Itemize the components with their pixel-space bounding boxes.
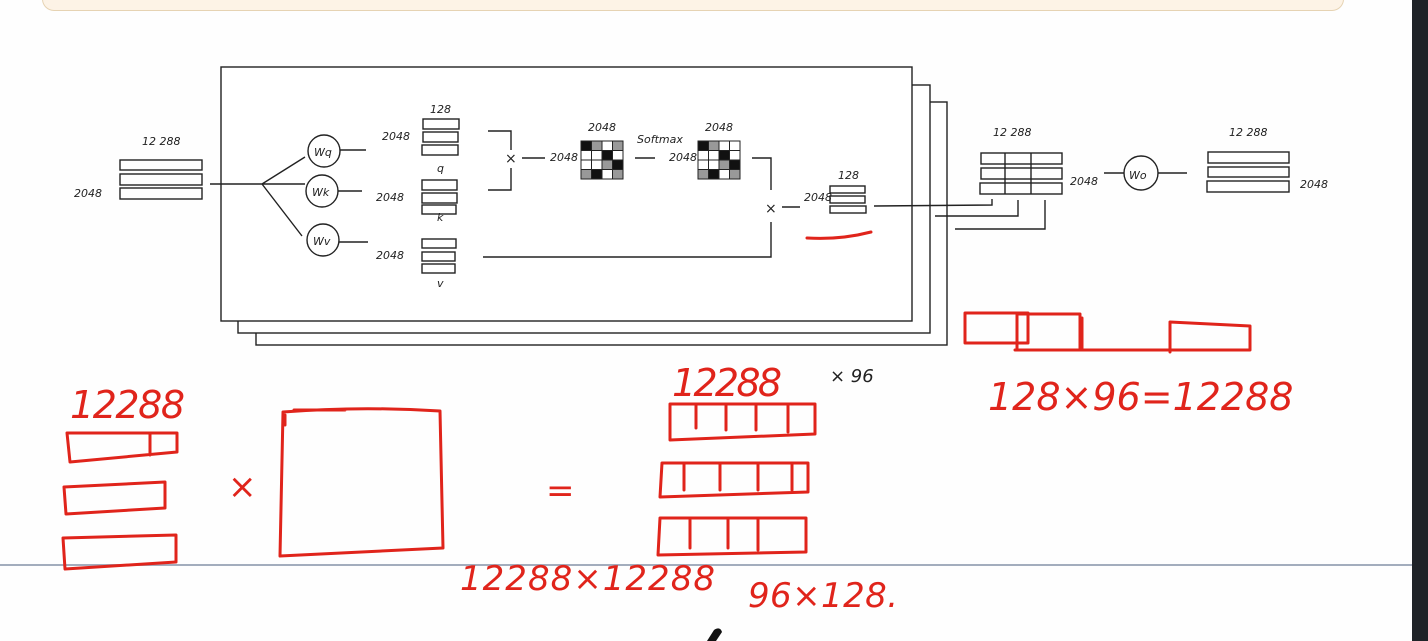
softmax-dim-side: 2048 (669, 151, 697, 164)
concat-lines (873, 199, 1046, 230)
attention-cell (729, 140, 741, 151)
scores-dim-side: 2048 (550, 151, 578, 164)
k-matrix (421, 179, 458, 215)
output-width-label: 12 288 (1229, 126, 1268, 139)
qk-multiply: × (505, 151, 517, 167)
wo-circle (1123, 155, 1159, 191)
wk-label: Wk (312, 186, 330, 199)
attention-cell (591, 159, 603, 170)
equals-annotation: = (546, 471, 575, 511)
attention-cell (718, 150, 730, 161)
input-branches (210, 156, 306, 237)
head-dim-top: 128 (838, 169, 859, 182)
left-width-annotation: 12288 (70, 383, 185, 427)
attention-cell (697, 150, 709, 161)
concat-height-label: 2048 (1070, 175, 1098, 188)
attention-cell (697, 140, 709, 151)
concat-matrix (979, 152, 1063, 195)
concat-width-label: 12 288 (993, 126, 1032, 139)
heads-count: × 96 (830, 366, 874, 387)
pen-cursor-icon (707, 628, 722, 641)
wo-label: Wo (1129, 169, 1147, 182)
left-matrix-sketch (61, 431, 179, 571)
attention-cell (612, 159, 624, 170)
q-matrix (421, 118, 460, 156)
heads-shape-annotation: 96×128. (748, 576, 898, 616)
softmax-dim-top: 2048 (705, 121, 733, 134)
matrix-size-annotation: 12288×12288 (460, 559, 715, 599)
scores-matrix (580, 140, 624, 180)
k-name: k (437, 211, 444, 224)
av-multiply: × (765, 201, 777, 217)
attention-cell (697, 169, 709, 180)
scrollbar-track[interactable] (1412, 0, 1428, 641)
concat-sketch (963, 311, 1252, 354)
attention-cell (708, 150, 720, 161)
attention-cell (708, 159, 720, 170)
attention-cell (591, 140, 603, 151)
head-frames (220, 66, 948, 346)
wq-label: Wq (314, 146, 332, 159)
attention-cell (718, 159, 730, 170)
q-dim-top: 128 (430, 103, 451, 116)
attention-cell (729, 159, 741, 170)
attention-cell (612, 150, 624, 161)
result-width-annotation: 12288 (672, 361, 782, 405)
head-output-underline (805, 230, 873, 240)
attention-cell (601, 169, 613, 180)
attention-cell (708, 140, 720, 151)
result-matrix-sketch (656, 402, 817, 557)
k-dim-side: 2048 (376, 191, 404, 204)
attention-cell (612, 169, 624, 180)
attention-cell (580, 150, 592, 161)
attention-cell (612, 140, 624, 151)
wq-circle (307, 134, 341, 168)
q-name: q (437, 162, 444, 175)
head-dim-side: 2048 (804, 191, 832, 204)
weight-matrix-sketch (278, 407, 445, 558)
output-height-label: 2048 (1300, 178, 1328, 191)
softmax-label: Softmax (637, 133, 683, 146)
attention-cell (708, 169, 720, 180)
times-annotation: × (228, 467, 257, 507)
wv-circle (306, 223, 340, 257)
attention-cell (580, 159, 592, 170)
attention-cell (718, 169, 730, 180)
concat-equation: 128×96=12288 (988, 375, 1293, 419)
attention-cell (697, 159, 709, 170)
input-matrix (119, 159, 203, 200)
attention-cell (591, 150, 603, 161)
attention-cell (601, 159, 613, 170)
attention-cell (580, 140, 592, 151)
softmax-matrix (697, 140, 741, 180)
scores-dim-top: 2048 (588, 121, 616, 134)
attention-cell (718, 140, 730, 151)
input-height-label: 2048 (74, 187, 102, 200)
q-dim-side: 2048 (382, 130, 410, 143)
output-matrix (1206, 151, 1290, 193)
attention-cell (601, 150, 613, 161)
attention-cell (580, 169, 592, 180)
head-output-matrix (829, 185, 867, 214)
wv-label: Wv (313, 235, 331, 248)
v-dim-side: 2048 (376, 249, 404, 262)
attention-cell (601, 140, 613, 151)
input-width-label: 12 288 (142, 135, 181, 148)
v-matrix (421, 238, 457, 274)
v-name: v (437, 277, 444, 290)
page-divider (0, 564, 1412, 566)
attention-cell (729, 169, 741, 180)
attention-cell (729, 150, 741, 161)
attention-cell (591, 169, 603, 180)
